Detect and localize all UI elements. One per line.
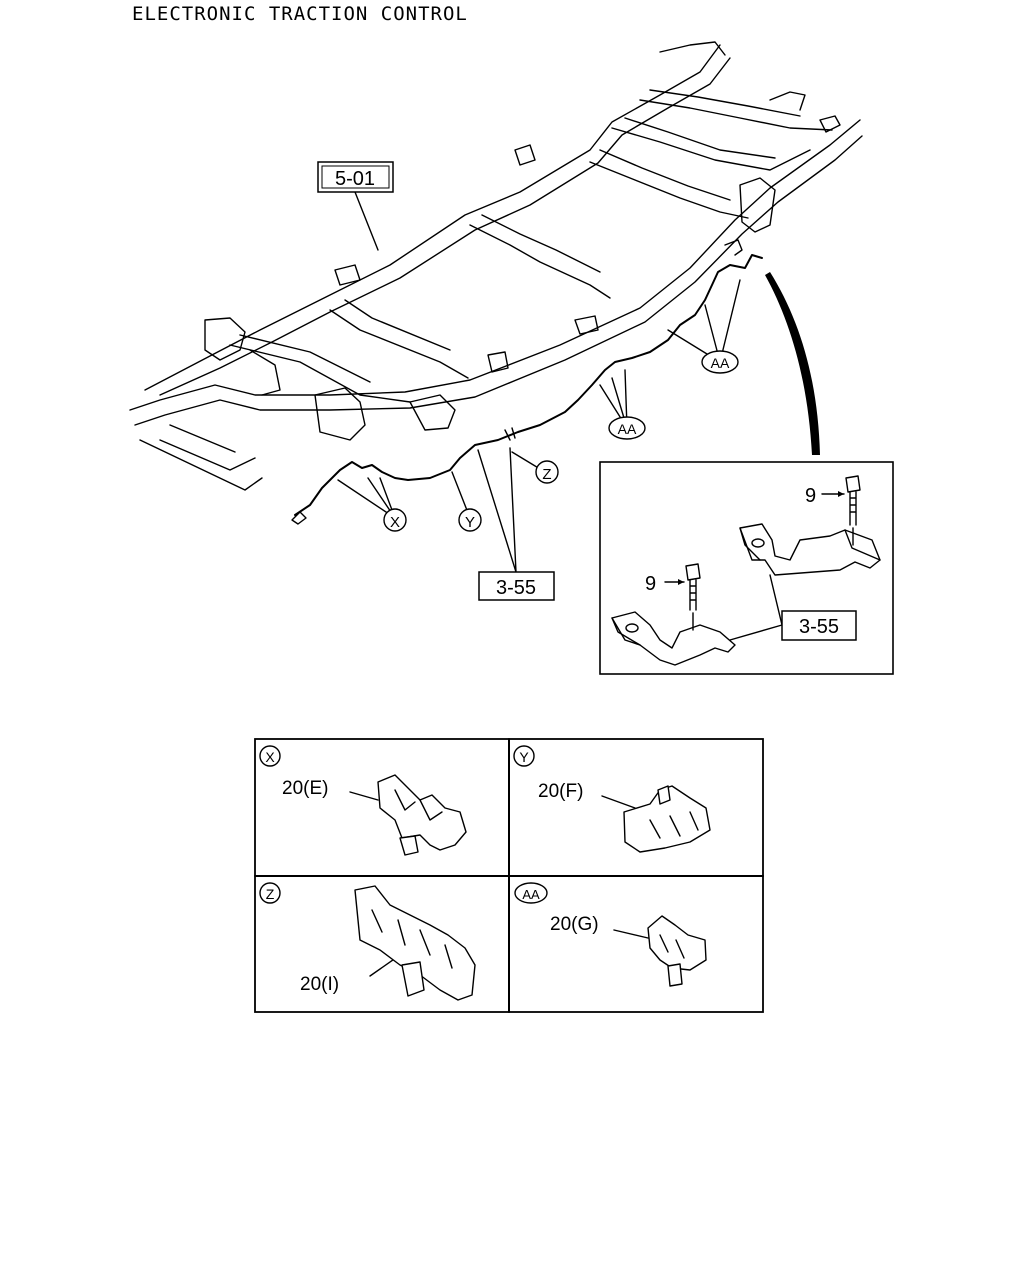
- chassis-frame: [129, 41, 863, 491]
- bolt-upper-label: 9: [805, 485, 816, 507]
- callout-y: Y: [458, 508, 482, 532]
- clip-view-z: Z 20(I): [259, 882, 476, 1001]
- svg-text:AA: AA: [618, 421, 637, 437]
- svg-text:3-55: 3-55: [496, 577, 536, 599]
- clip-view-x: X 20(E): [259, 745, 467, 856]
- svg-text:Y: Y: [465, 514, 475, 531]
- frame-ref-text: 5-01: [335, 168, 375, 190]
- svg-text:X: X: [265, 749, 275, 765]
- clip-z-part: 20(I): [300, 974, 339, 995]
- detail-bracket-ref: 3-55: [799, 616, 839, 638]
- svg-text:AA: AA: [711, 355, 730, 371]
- clip-x-part: 20(E): [282, 778, 328, 799]
- callout-aa-front: AA: [608, 416, 646, 440]
- detail-inset: 9 9 3-55: [599, 461, 894, 675]
- svg-text:Z: Z: [266, 886, 275, 902]
- svg-text:AA: AA: [522, 887, 540, 902]
- svg-text:Y: Y: [519, 749, 529, 765]
- clip-view-aa: AA 20(G): [514, 882, 707, 987]
- svg-text:X: X: [390, 514, 400, 531]
- bracket-ref-label: 3-55: [478, 571, 555, 601]
- clip-view-y: Y 20(F): [513, 745, 711, 853]
- frame-ref-label: 5-01: [317, 161, 394, 193]
- clip-y-part: 20(F): [538, 781, 583, 802]
- bolt-lower-label: 9: [645, 573, 656, 595]
- callout-x: X: [383, 508, 407, 532]
- clip-detail-grid: X 20(E) Y 20(F) Z 20(I): [254, 738, 764, 1013]
- clip-aa-part: 20(G): [550, 914, 599, 935]
- svg-text:Z: Z: [542, 466, 551, 483]
- callout-z: Z: [535, 460, 559, 484]
- page-title: ELECTRONIC TRACTION CONTROL: [132, 3, 468, 25]
- callout-aa-rear: AA: [701, 350, 739, 374]
